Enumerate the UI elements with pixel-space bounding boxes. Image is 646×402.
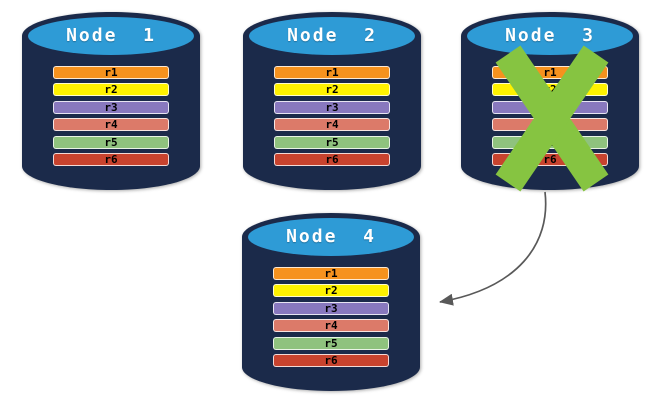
failure-x-icon: [495, 45, 609, 192]
node-3: Node 3 r1 r2 r3 r4 r5 r6: [460, 9, 640, 192]
node-2: Node 2 r1 r2 r3 r4 r5 r6: [242, 9, 422, 192]
replica-bar-r5: r5: [53, 135, 169, 149]
node-4: Node 4 r1 r2 r3 r4 r5 r6: [241, 210, 421, 393]
replica-bar-r2: r2: [53, 83, 169, 97]
replica-bar-r4: r4: [273, 319, 389, 333]
node-title: Node 3: [505, 25, 595, 46]
node-title: Node 2: [287, 25, 377, 46]
replica-bar-r6: r6: [273, 353, 389, 367]
replica-bar-r4: r4: [53, 118, 169, 132]
replica-bar-r3: r3: [273, 301, 389, 315]
replica-bar-r3: r3: [274, 100, 390, 114]
replica-bar-r5: r5: [273, 336, 389, 350]
replica-bar-r6: r6: [53, 152, 169, 166]
replica-bar-r2: r2: [273, 284, 389, 298]
replica-bar-r1: r1: [274, 66, 390, 79]
replica-stack: r1 r2 r3 r4 r5 r6: [273, 267, 389, 371]
node-title: Node 4: [286, 226, 376, 247]
replica-stack: r1 r2 r3 r4 r5 r6: [53, 66, 169, 170]
replica-bar-r4: r4: [274, 118, 390, 132]
replica-bar-r2: r2: [274, 83, 390, 97]
replica-stack: r1 r2 r3 r4 r5 r6: [274, 66, 390, 170]
failover-arrow: [439, 191, 547, 306]
node-1: Node 1 r1 r2 r3 r4 r5 r6: [21, 9, 201, 192]
replica-bar-r6: r6: [274, 152, 390, 166]
replica-bar-r1: r1: [273, 267, 389, 280]
replica-bar-r3: r3: [53, 100, 169, 114]
replica-bar-r5: r5: [274, 135, 390, 149]
node-title: Node 1: [66, 25, 156, 46]
replica-bar-r1: r1: [53, 66, 169, 79]
